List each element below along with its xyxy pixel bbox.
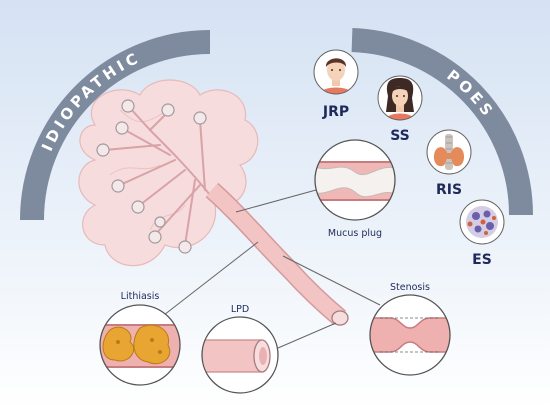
- mucus-plug-callout: [314, 139, 396, 221]
- poes-arc: [351, 28, 533, 216]
- stenosis-label: Stenosis: [390, 282, 430, 293]
- es-label: ES: [472, 252, 492, 268]
- ss-label: SS: [390, 128, 410, 144]
- duct-orifice: [331, 310, 349, 326]
- woman-icon: [377, 75, 423, 121]
- jrp-label: JRP: [322, 104, 349, 120]
- main-duct: [206, 184, 346, 325]
- lithiasis-callout: [99, 304, 181, 386]
- ris-label: RIS: [436, 182, 462, 198]
- mucus-plug-label: Mucus plug: [328, 228, 382, 239]
- lpd-label: LPD: [231, 304, 249, 315]
- cell-cluster-icon: [459, 199, 505, 245]
- idiopathic-arc: [20, 30, 211, 221]
- salivary-gland: [78, 79, 259, 267]
- connector-lines: [163, 189, 381, 349]
- stenosis-callout: [369, 294, 451, 376]
- thyroid-icon: [426, 129, 472, 175]
- lithiasis-label: Lithiasis: [121, 291, 160, 302]
- young-man-icon: [313, 49, 359, 95]
- lpd-callout: [201, 316, 279, 394]
